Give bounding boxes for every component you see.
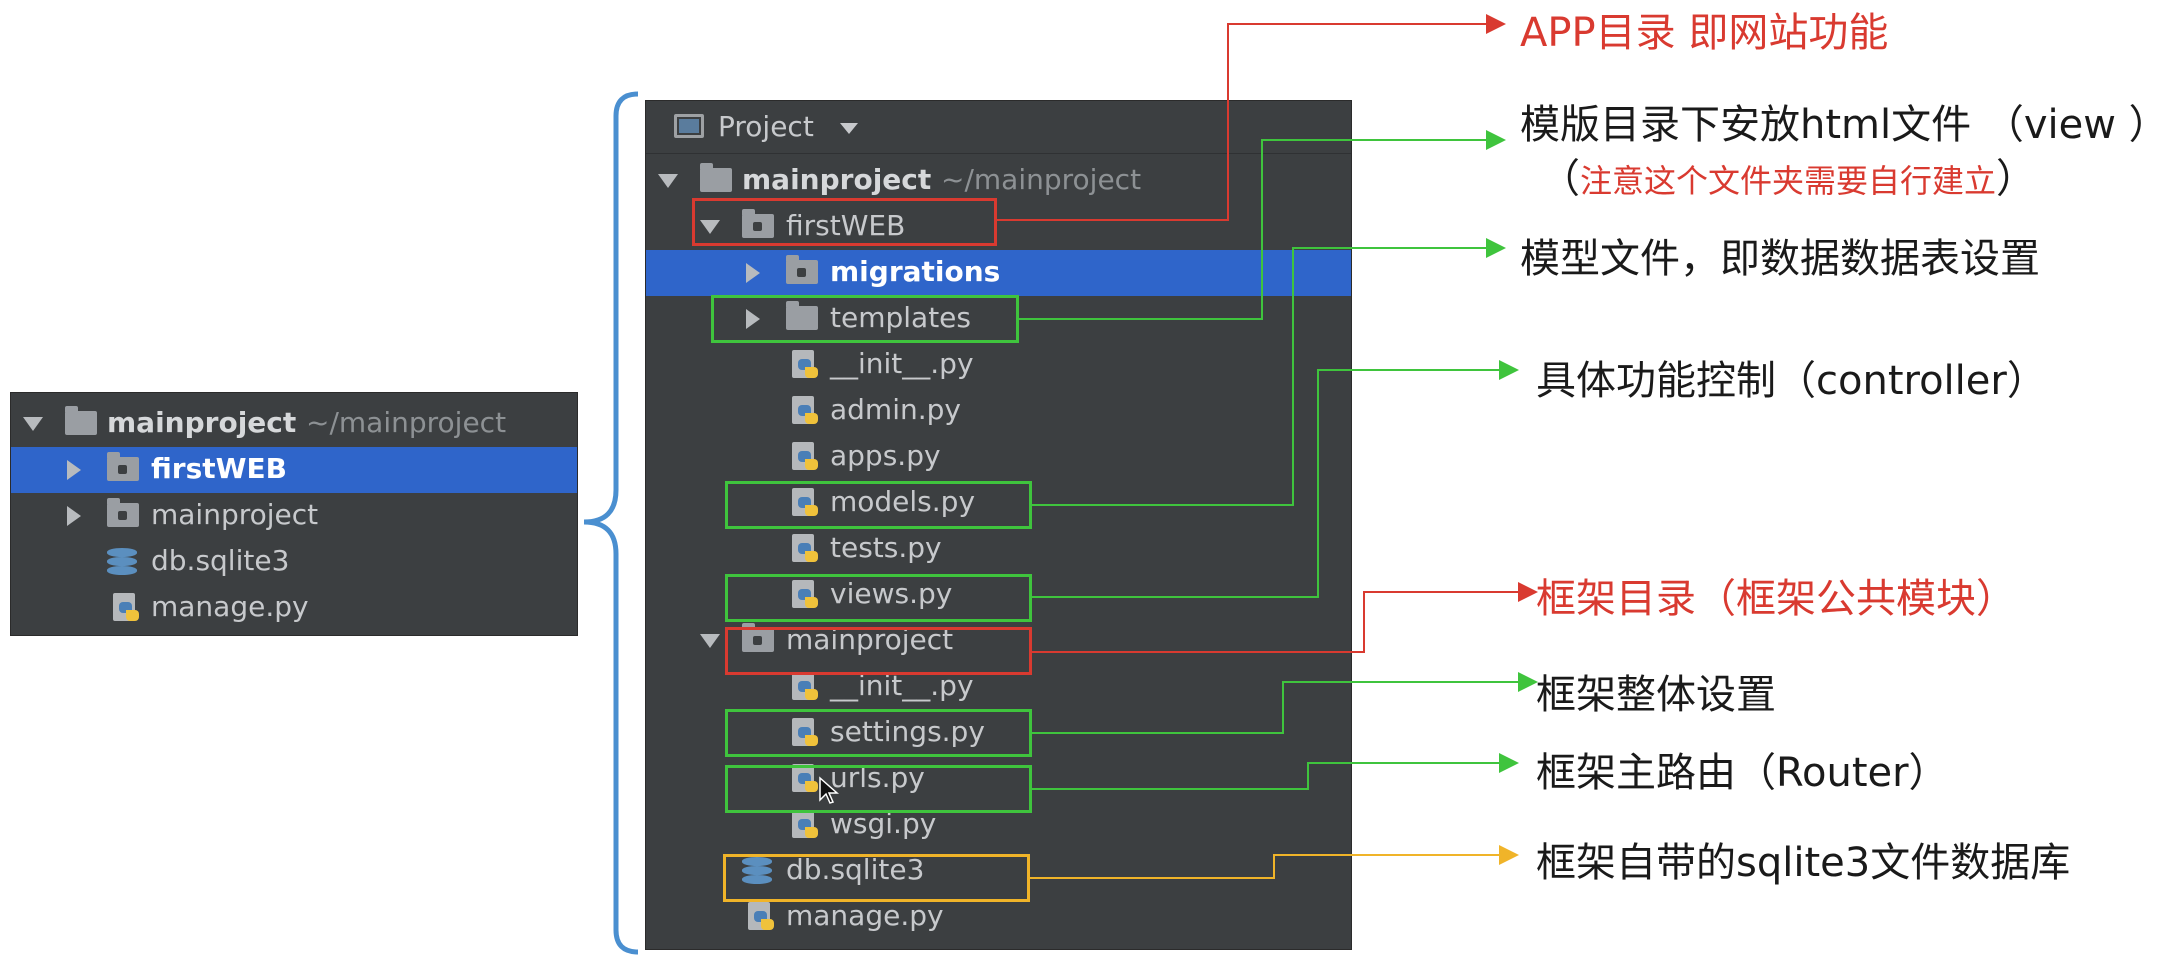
collapse-icon[interactable] <box>67 506 81 526</box>
python-file-icon <box>790 718 820 750</box>
expand-icon[interactable] <box>700 634 720 648</box>
tree-row-label: admin.py <box>830 393 961 426</box>
annotation-templates: 模版目录下安放html文件 （view ） <box>1520 102 2169 148</box>
python-file-icon <box>790 672 820 704</box>
highlight-db <box>723 854 1030 902</box>
database-icon <box>742 855 772 887</box>
database-icon <box>107 546 137 578</box>
annotation-urls: 框架主路由（Router） <box>1536 750 1949 796</box>
small-project-tree: mainproject ~/mainproject firstWEB mainp… <box>10 392 578 636</box>
tree-row-label: db.sqlite3 <box>151 544 290 577</box>
highlight-models <box>725 481 1032 529</box>
tree-row-db[interactable]: db.sqlite3 <box>11 539 577 585</box>
project-panel-header[interactable]: Project <box>646 101 1351 154</box>
curly-bracket <box>583 91 639 955</box>
annotation-sqlite: 框架自带的sqlite3文件数据库 <box>1536 840 2071 886</box>
tree-row-label: migrations <box>830 255 1001 288</box>
tree-row-init[interactable]: __init__.py <box>646 342 1351 388</box>
tree-row-label: models.py <box>830 485 976 518</box>
python-file-icon <box>790 488 820 520</box>
tree-row-label: firstWEB <box>151 452 287 485</box>
folder-icon <box>65 406 97 435</box>
highlight-mainproject <box>725 627 1032 675</box>
tree-row-migrations[interactable]: migrations <box>646 250 1351 296</box>
tree-row-label: __init__.py <box>830 347 974 380</box>
highlight-urls <box>725 765 1032 813</box>
tree-row-tests[interactable]: tests.py <box>646 526 1351 572</box>
tree-row-apps[interactable]: apps.py <box>646 434 1351 480</box>
python-file-icon <box>790 534 820 566</box>
folder-icon <box>786 301 818 330</box>
expand-icon[interactable] <box>700 220 720 234</box>
collapse-icon[interactable] <box>67 460 81 480</box>
tree-row-mainproject[interactable]: mainproject ~/mainproject <box>11 401 577 447</box>
tree-row-label: manage.py <box>151 590 309 623</box>
tree-row-label: mainproject <box>742 163 932 196</box>
tree-row-label: mainproject <box>151 498 319 531</box>
tree-row-mainproject[interactable]: mainproject ~/mainproject <box>646 158 1351 204</box>
expand-icon[interactable] <box>658 174 678 188</box>
tree-row-label: settings.py <box>830 715 985 748</box>
package-folder-icon <box>742 209 774 238</box>
annotation-templates-note: （注意这个文件夹需要自行建立） <box>1540 146 2036 204</box>
annotation-views: 具体功能控制（controller） <box>1536 358 2047 404</box>
panel-title: Project <box>718 110 814 143</box>
python-file-icon <box>790 396 820 428</box>
highlight-templates <box>711 295 1019 343</box>
package-folder-icon <box>107 498 139 527</box>
chevron-down-icon[interactable] <box>840 123 858 134</box>
mouse-cursor-icon <box>819 776 839 804</box>
tree-row-firstweb[interactable]: firstWEB <box>646 204 1351 250</box>
note-close-paren: ） <box>1996 156 2037 202</box>
tree-row-label: templates <box>830 301 971 334</box>
tree-row-path: ~/mainproject <box>941 163 1142 196</box>
python-file-icon <box>746 902 776 934</box>
folder-icon <box>700 163 732 192</box>
python-file-icon <box>111 593 141 625</box>
window-icon <box>674 114 704 138</box>
python-file-icon <box>790 810 820 842</box>
annotation-app-dir: APP目录 即网站功能 <box>1520 10 1889 56</box>
package-folder-icon <box>786 255 818 284</box>
highlight-firstweb <box>692 198 997 246</box>
tree-row-firstweb[interactable]: firstWEB <box>11 447 577 493</box>
tree-row-label: firstWEB <box>786 209 906 242</box>
annotation-settings: 框架整体设置 <box>1536 672 1776 718</box>
tree-row-models[interactable]: models.py <box>646 480 1351 526</box>
tree-row-settings[interactable]: settings.py <box>646 710 1351 756</box>
annotation-framework-dir: 框架目录（框架公共模块） <box>1536 576 2016 622</box>
highlight-views <box>725 574 1032 622</box>
tree-row-label: apps.py <box>830 439 941 472</box>
expand-icon[interactable] <box>23 417 43 431</box>
tree-row-label: manage.py <box>786 899 944 932</box>
python-file-icon <box>790 350 820 382</box>
collapse-icon[interactable] <box>746 309 760 329</box>
collapse-icon[interactable] <box>746 263 760 283</box>
tree-row-mainproject-pkg[interactable]: mainproject <box>11 493 577 539</box>
highlight-settings <box>725 709 1032 757</box>
note-text: 注意这个文件夹需要自行建立 <box>1580 162 1997 200</box>
tree-row-path: ~/mainproject <box>306 406 507 439</box>
tree-row-label: tests.py <box>830 531 942 564</box>
python-file-icon <box>790 442 820 474</box>
tree-row-db[interactable]: db.sqlite3 <box>646 848 1351 894</box>
tree-row-manage[interactable]: manage.py <box>646 894 1351 940</box>
annotation-models: 模型文件，即数据数据表设置 <box>1520 236 2040 282</box>
tree-row-views[interactable]: views.py <box>646 572 1351 618</box>
package-folder-icon <box>742 623 774 652</box>
note-open-paren: （ <box>1540 156 1580 202</box>
tree-row-admin[interactable]: admin.py <box>646 388 1351 434</box>
tree-row-templates[interactable]: templates <box>646 296 1351 342</box>
python-file-icon <box>790 580 820 612</box>
tree-row-label: views.py <box>830 577 953 610</box>
tree-row-manage[interactable]: manage.py <box>11 585 577 631</box>
tree-row-label: db.sqlite3 <box>786 853 925 886</box>
python-file-icon <box>790 764 820 796</box>
tree-row-label: mainproject <box>107 406 297 439</box>
package-folder-icon <box>107 452 139 481</box>
